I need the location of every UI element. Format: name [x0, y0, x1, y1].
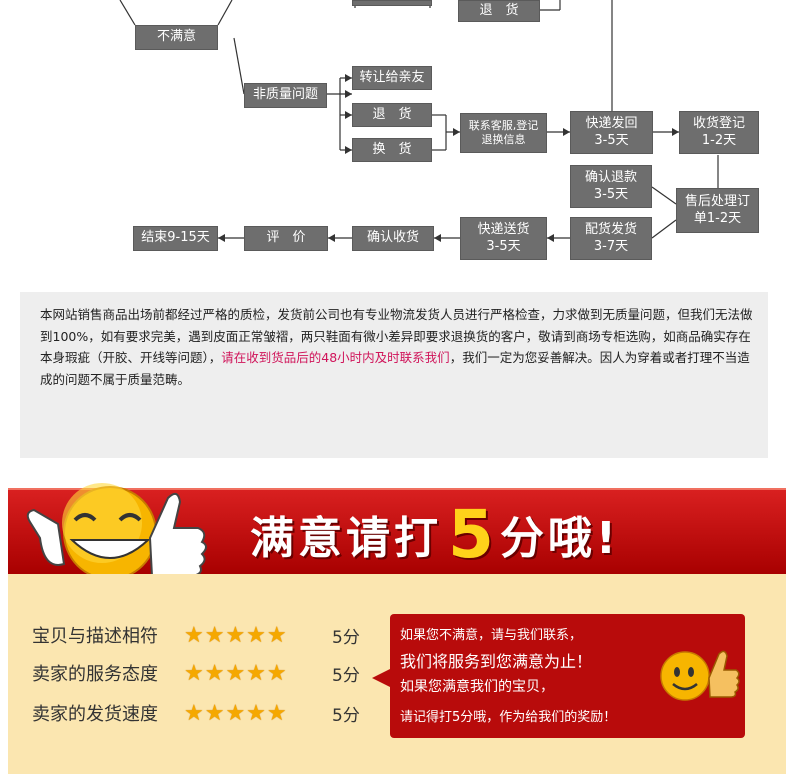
rating-row: 卖家的发货速度 ★★★★★ 5分 — [32, 698, 360, 728]
message-line-3: 如果您满意我们的宝贝， — [400, 679, 554, 695]
rating-row: 卖家的服务态度 ★★★★★ 5分 — [32, 658, 360, 688]
rating-label: 宝贝与描述相符 — [32, 626, 158, 647]
rating-label: 卖家的发货速度 — [32, 704, 158, 725]
message-line-1: 如果您不满意，请与我们联系， — [400, 628, 583, 643]
rating-score: 5分 — [332, 665, 360, 686]
flow-return-top: 退 货 — [458, 0, 540, 22]
flow-return: 退 货 — [352, 103, 432, 127]
notice-text: 本网站销售商品出场前都经过严格的质检，发货前公司也有专业物流发货人员进行严格检查… — [40, 304, 760, 390]
flow-express-back: 快递发回 3-5天 — [570, 111, 653, 154]
flow-dissatisfied: 不满意 — [135, 25, 218, 50]
flow-top-stub — [352, 0, 432, 6]
notice-text-highlight: 请在收到货品后的48小时内及时联系我们 — [221, 350, 450, 365]
flow-confirm-receipt: 确认收货 — [352, 226, 434, 251]
thumbs-up-smiley-small-icon — [660, 650, 740, 701]
flow-receive-register: 收货登记 1-2天 — [679, 111, 759, 154]
thumbs-up-smiley-icon — [26, 483, 207, 580]
flow-end: 结束9-15天 — [133, 226, 218, 251]
flowchart-connectors — [119, 0, 719, 242]
notice-panel: 本网站销售商品出场前都经过严格的质检，发货前公司也有专业物流发货人员进行严格检查… — [20, 292, 768, 458]
rating-score: 5分 — [332, 705, 360, 726]
notice-text-end: ，我们一定为您妥善解决。因人为穿着或者打理不当造成的问题不属于质量范畴。 — [40, 350, 750, 387]
banner-title-five: 5 — [448, 495, 494, 573]
rating-score: 5分 — [332, 627, 360, 648]
flow-ship-goods: 配货发货 3-7天 — [570, 217, 652, 260]
notice-text-normal: 本网站销售商品出场前都经过严格的质检，发货前公司也有专业物流发货人员进行严格检查… — [40, 307, 753, 365]
star-rating-icon: ★★★★★ — [184, 622, 288, 648]
message-line-2: 我们将服务到您满意为止！ — [400, 652, 593, 671]
flow-confirm-refund: 确认退款 3-5天 — [570, 165, 652, 208]
flow-review: 评 价 — [244, 226, 328, 251]
flow-contact-service: 联系客服,登记退换信息 — [460, 113, 547, 153]
star-rating-icon: ★★★★★ — [184, 700, 288, 726]
rating-row: 宝贝与描述相符 ★★★★★ 5分 — [32, 620, 360, 650]
flow-non-quality: 非质量问题 — [244, 83, 327, 108]
message-line-4: 请记得打5分哦，作为给我们的奖励！ — [400, 710, 617, 725]
banner-title-before: 满意请打 — [250, 513, 442, 564]
flow-express-send: 快递送货 3-5天 — [460, 217, 547, 260]
message-pointer — [372, 668, 392, 688]
flow-after-sales: 售后处理订单1-2天 — [676, 188, 759, 233]
flow-exchange: 换 货 — [352, 138, 432, 162]
banner-title-after: 分哦! — [499, 513, 621, 564]
star-rating-icon: ★★★★★ — [184, 660, 288, 686]
rating-label: 卖家的服务态度 — [32, 664, 158, 685]
flow-transfer: 转让给亲友 — [352, 66, 432, 90]
